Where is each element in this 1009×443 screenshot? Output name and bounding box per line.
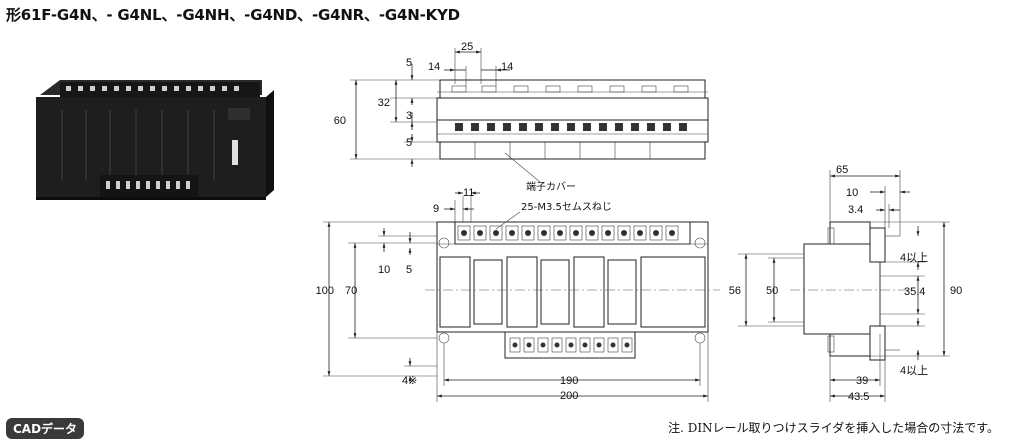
dim-5-bottom: 5: [406, 137, 412, 149]
dim-5-top: 5: [406, 57, 412, 69]
dim-70: 70: [345, 285, 357, 297]
dim-65: 65: [836, 164, 848, 176]
dim-3-4: 3.4: [848, 204, 863, 216]
dim-10-side: 10: [846, 187, 858, 199]
dim-39: 39: [856, 375, 868, 387]
side-view: 65 10 3.4 4以上 35.4 90 4以上 56 50: [729, 164, 963, 403]
dim-4-note: 4※: [402, 375, 417, 387]
label-screw: 25-M3.5セムスねじ: [521, 201, 612, 213]
dim-190: 190: [560, 375, 578, 387]
dim-32: 32: [378, 97, 390, 109]
dim-50: 50: [766, 285, 778, 297]
dim-10: 10: [378, 264, 390, 276]
dim-11: 11: [463, 187, 474, 199]
dim-9: 9: [433, 203, 439, 215]
front-view: 9 11 25-M3.5セムスねじ 100 70 10 5 4※ 190: [316, 187, 720, 402]
dim-60: 60: [334, 115, 346, 127]
dim-25: 25: [461, 41, 473, 53]
dim-14-left: 14: [428, 61, 440, 73]
dim-90: 90: [950, 285, 962, 297]
label-terminal-cover: 端子カバー: [526, 180, 576, 193]
dim-35-4: 35.4: [904, 286, 925, 298]
page-title: 形61F-G4N、- G4NL、-G4NH、-G4ND、-G4NR、-G4N-K…: [6, 6, 460, 24]
dim-56: 56: [729, 285, 741, 297]
dim-5-front: 5: [406, 264, 412, 276]
dim-4-above-bottom: 4以上: [900, 364, 928, 377]
dim-4-above-top: 4以上: [900, 251, 928, 264]
dim-43-5: 43.5: [848, 391, 869, 403]
dim-100: 100: [316, 285, 334, 297]
footnote: 注. DINレール取りつけスライダを挿入した場合の寸法です。: [668, 421, 999, 435]
dim-3: 3: [406, 110, 412, 122]
top-view: 25 14 14 60 32 5 3 5 端子カバー: [334, 41, 709, 193]
cad-data-button[interactable]: CADデータ: [6, 418, 85, 439]
dim-200: 200: [560, 390, 578, 402]
dim-14-right: 14: [501, 61, 513, 73]
product-photo: [36, 80, 274, 200]
